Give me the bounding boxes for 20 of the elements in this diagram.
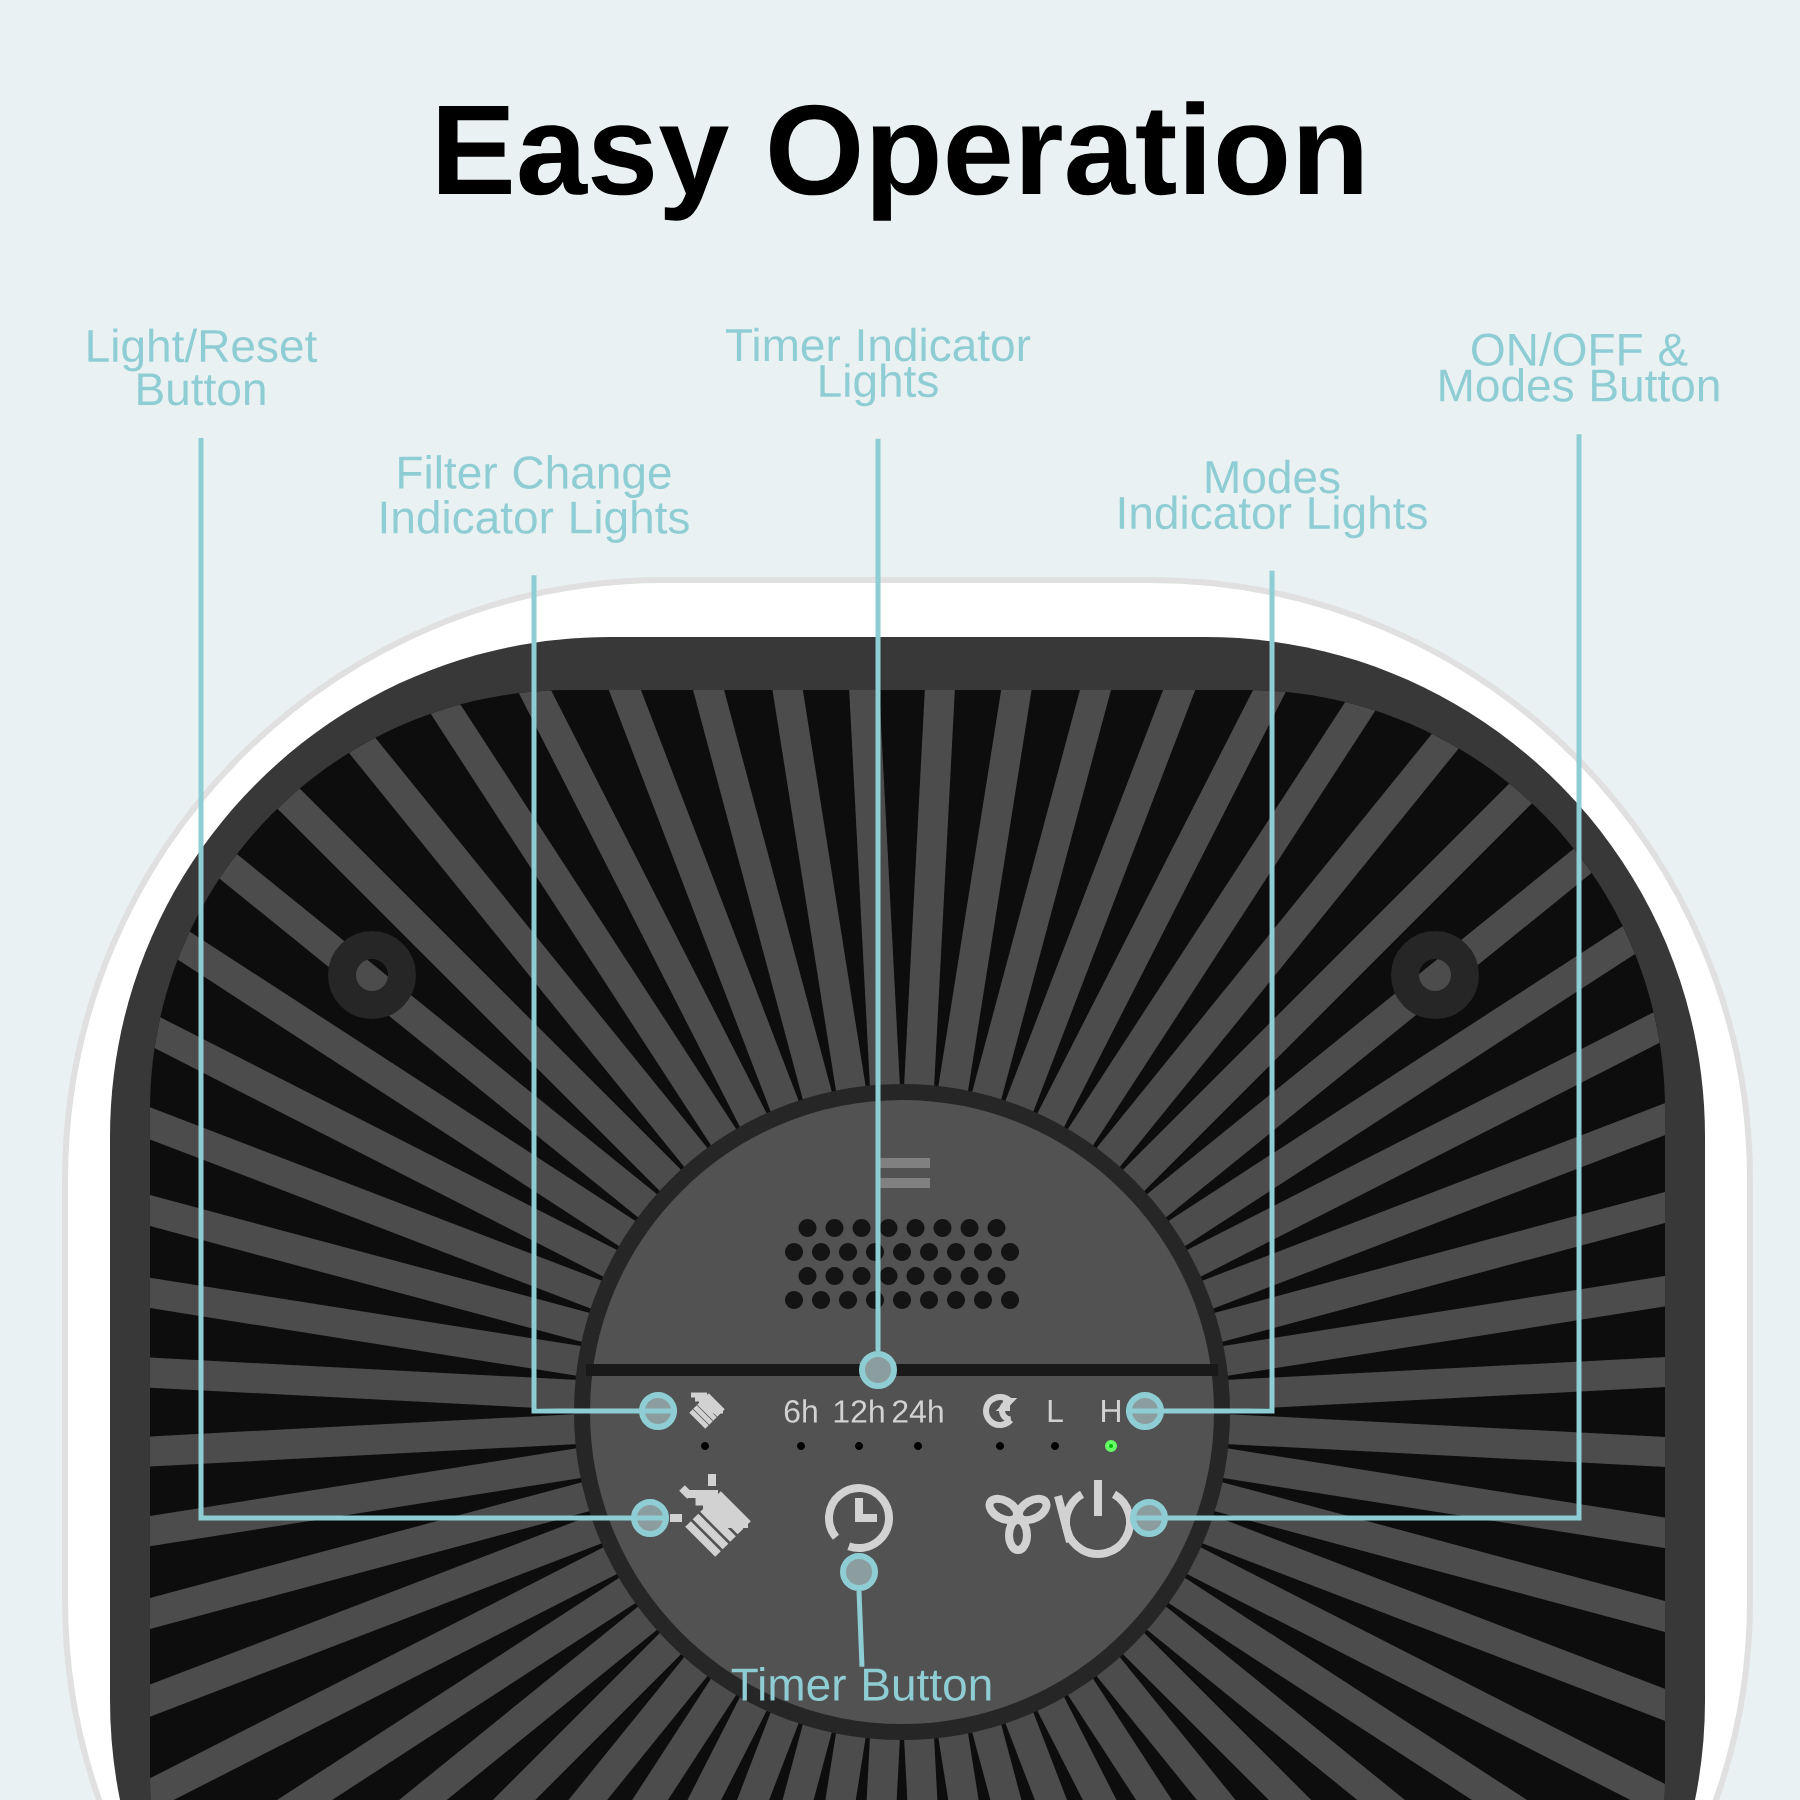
callout-text: Light/Reset Button	[88, 328, 317, 406]
title: Easy Operation	[439, 101, 1362, 221]
callout-text: Timer Indicator Lights	[726, 327, 1031, 407]
leader-line	[1130, 434, 1582, 1521]
callout-text: Timer Button	[731, 1667, 991, 1701]
callout-dot	[840, 1553, 878, 1591]
callout-text: Filter Change Indicator Lights	[381, 455, 689, 543]
indicator-label: 24h	[892, 1399, 943, 1423]
leader-line	[198, 437, 669, 1521]
callout-text: ON/OFF & Modes Button	[1440, 332, 1719, 402]
callout-dot	[859, 1351, 897, 1389]
leader-line	[531, 575, 677, 1414]
leader-line	[875, 438, 881, 1351]
indicator-label: 12h	[834, 1399, 884, 1423]
indicator-label: H	[1102, 1400, 1120, 1423]
leader-line	[1126, 570, 1275, 1414]
indicator-label: L	[1048, 1400, 1063, 1423]
callout-text: Modes Indicator Lights	[1119, 459, 1427, 539]
leader-line	[856, 1590, 865, 1667]
indicator-label: 6h	[784, 1399, 817, 1423]
